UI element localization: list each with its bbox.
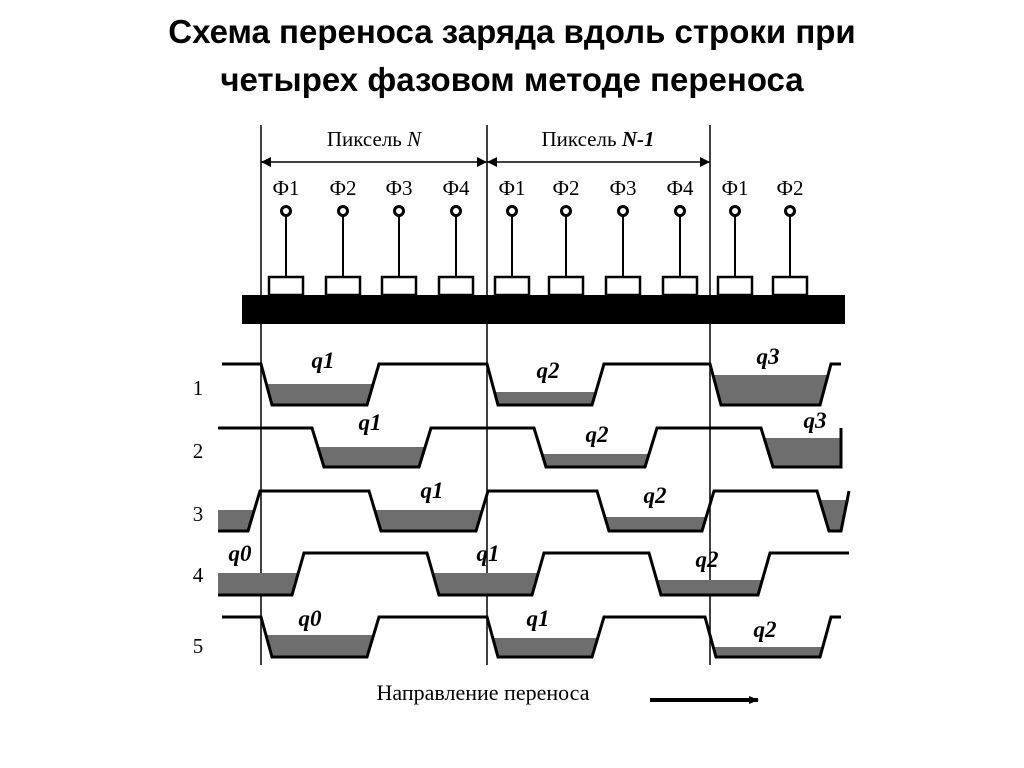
charge-packet	[494, 392, 596, 405]
potential-profile	[222, 362, 841, 407]
charge-label: q2	[754, 617, 777, 642]
electrode-gate	[324, 275, 362, 297]
charge-packet	[604, 517, 707, 531]
contact-dot	[337, 205, 349, 217]
potential-profile	[218, 489, 851, 533]
pixel-n1-label: Пиксель N-1	[542, 127, 655, 151]
charge-packet	[712, 375, 829, 405]
potential-profile	[218, 551, 849, 597]
electrode-gate	[493, 275, 531, 297]
potential-row-2	[218, 426, 843, 469]
contact-dot	[617, 205, 629, 217]
contact-dot	[784, 205, 796, 217]
charge-label: q3	[757, 344, 780, 369]
potential-profile	[218, 426, 843, 469]
electrode-3: Ф3	[380, 176, 418, 297]
row-number-2: 2	[193, 439, 204, 463]
title-line-2: четырех фазовом методе переноса	[220, 61, 804, 98]
phase-label: Ф2	[329, 176, 356, 200]
electrode-6: Ф2	[547, 176, 585, 297]
electrode-gate	[771, 275, 809, 297]
electrode-1: Ф1	[267, 176, 305, 297]
row-number-3: 3	[193, 502, 204, 526]
phase-label: Ф3	[385, 176, 412, 200]
phase-label: Ф4	[442, 176, 470, 200]
charge-label: q3	[804, 408, 827, 433]
charge-packet	[374, 510, 483, 531]
charge-label: q1	[421, 478, 444, 503]
charge-label: q1	[359, 410, 382, 435]
phase-label: Ф3	[609, 176, 636, 200]
electrode-8: Ф4	[661, 176, 699, 297]
charge-packet	[265, 635, 374, 657]
charge-packet	[317, 447, 426, 467]
electrode-gate	[380, 275, 418, 297]
potential-row-1	[222, 362, 841, 407]
charge-label: q0	[299, 606, 323, 631]
charge-packet	[764, 438, 841, 467]
potential-well-rows	[218, 362, 851, 659]
title-line-1: Схема переноса заряда вдоль строки при	[168, 13, 856, 50]
page-title: Схема переноса заряда вдоль строки при ч…	[0, 8, 1024, 104]
charge-label: q1	[477, 541, 500, 566]
potential-profile	[222, 615, 841, 659]
contact-dot	[280, 205, 292, 217]
charge-packet	[266, 384, 374, 405]
potential-row-4	[218, 551, 849, 597]
charge-label: q1	[312, 348, 335, 373]
electrode-9: Ф1	[716, 176, 754, 297]
direction-label: Направление переноса	[377, 680, 590, 705]
electrode-gate	[716, 275, 754, 297]
charge-label: q2	[586, 422, 609, 447]
charge-label: q2	[644, 483, 667, 508]
row-number-5: 5	[193, 634, 204, 658]
charge-labels: q1 q2 q3 q1 q2 q3 q1 q2 q0 q1 q2 q0 q1 q2	[229, 344, 827, 642]
phase-label: Ф4	[666, 176, 694, 200]
pixel-n-label: Пиксель N	[327, 127, 422, 151]
pixel-span-arrows	[261, 157, 710, 167]
phase-label: Ф2	[552, 176, 579, 200]
contact-dot	[450, 205, 462, 217]
phase-label: Ф2	[776, 176, 803, 200]
electrode-2: Ф2	[324, 176, 362, 297]
electrode-10: Ф2	[771, 176, 809, 297]
charge-packet	[218, 510, 255, 531]
charge-packet	[432, 573, 539, 595]
phase-electrodes: Ф1 Ф2 Ф3 Ф4 Ф1 Ф2 Ф3 Ф4 Ф1 Ф2	[267, 176, 809, 297]
electrode-gate	[604, 275, 642, 297]
charge-packet	[656, 580, 763, 595]
charge-packet	[492, 638, 598, 657]
potential-row-5	[222, 615, 841, 659]
substrate-bar	[242, 295, 845, 324]
charge-label: q1	[527, 606, 550, 631]
charge-packet	[542, 454, 649, 467]
contact-dot	[560, 205, 572, 217]
charge-label: q0	[229, 541, 253, 566]
phase-label: Ф1	[721, 176, 748, 200]
charge-packet	[713, 647, 823, 657]
charge-packet	[218, 573, 299, 595]
contact-dot	[674, 205, 686, 217]
row-numbers: 1 2 3 4 5	[193, 376, 204, 658]
row-number-1: 1	[193, 376, 204, 400]
electrode-4: Ф4	[437, 176, 475, 297]
potential-row-3	[218, 489, 851, 533]
electrode-gate	[437, 275, 475, 297]
electrode-7: Ф3	[604, 176, 642, 297]
phase-label: Ф1	[272, 176, 299, 200]
electrode-gate	[661, 275, 699, 297]
contact-dot	[729, 205, 741, 217]
contact-dot	[506, 205, 518, 217]
charge-label: q2	[537, 358, 560, 383]
row-number-4: 4	[193, 563, 204, 587]
electrode-5: Ф1	[493, 176, 531, 297]
phase-label: Ф1	[498, 176, 525, 200]
electrode-gate	[547, 275, 585, 297]
charge-label: q2	[696, 547, 719, 572]
electrode-gate	[267, 275, 305, 297]
contact-dot	[393, 205, 405, 217]
